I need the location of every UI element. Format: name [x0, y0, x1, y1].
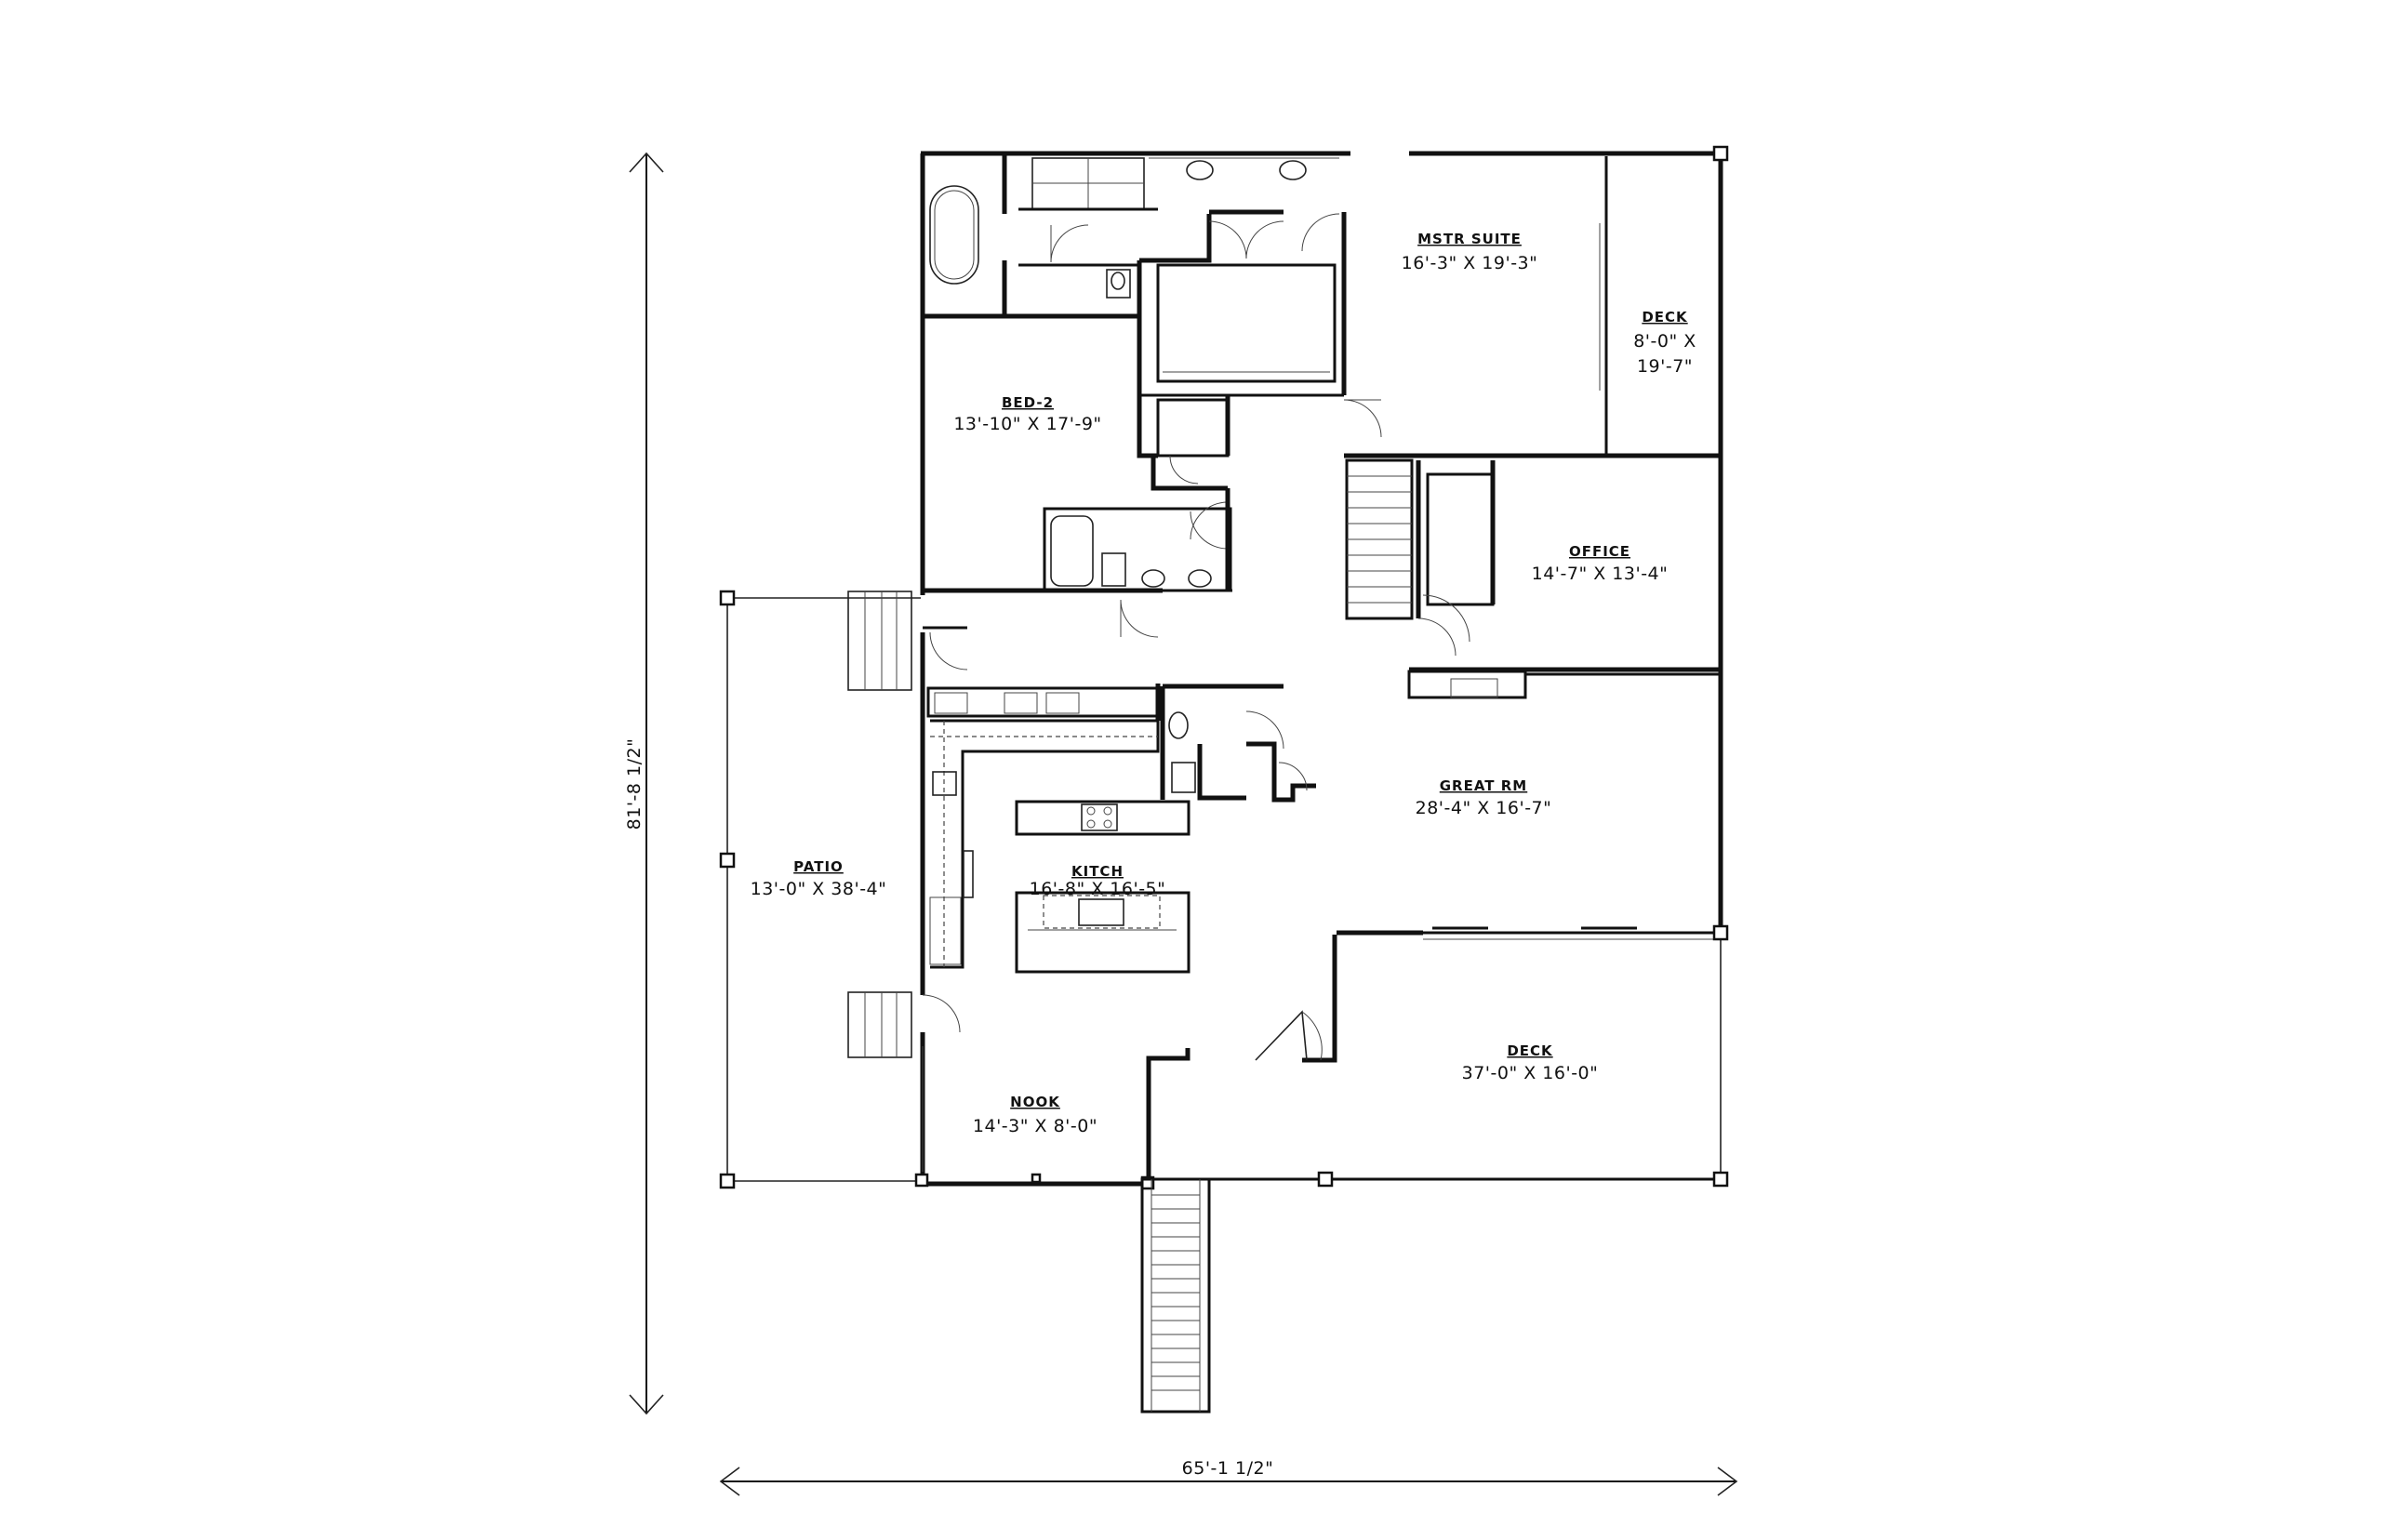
exterior-stair	[1140, 1177, 1211, 1414]
room-great-rm: GREAT RM 28'-4" X 16'-7"	[1416, 777, 1552, 818]
room-name: MSTR SUITE	[1417, 231, 1522, 247]
room-dims: 28'-4" X 16'-7"	[1416, 798, 1552, 818]
room-name: KITCH	[1071, 863, 1124, 880]
upper-deck	[1599, 145, 1729, 458]
room-name: DECK	[1642, 309, 1688, 325]
room-dims: 8'-0" X	[1633, 331, 1696, 352]
room-name: PATIO	[793, 858, 844, 875]
room-kitch: KITCH 16'-8" X 16'-5"	[1030, 863, 1166, 899]
office-area	[1344, 453, 1721, 699]
room-dims: 16'-3" X 19'-3"	[1402, 253, 1538, 273]
height-dimension: 81'-8 1/2"	[624, 152, 664, 1415]
room-name: OFFICE	[1569, 543, 1630, 560]
room-dims: 19'-7"	[1637, 356, 1693, 377]
room-dims: 37'-0" X 16'-0"	[1462, 1063, 1599, 1083]
room-deck-upper: DECK 8'-0" X 19'-7"	[1633, 309, 1696, 377]
room-deck-lower: DECK 37'-0" X 16'-0"	[1462, 1042, 1599, 1083]
exterior-walls	[920, 151, 1723, 1187]
room-name: NOOK	[1010, 1094, 1060, 1110]
bed2-area	[923, 395, 1232, 593]
room-dims: 16'-8" X 16'-5"	[1030, 879, 1166, 899]
kitchen-area	[914, 599, 1316, 1190]
room-patio: PATIO 13'-0" X 38'-4"	[751, 858, 887, 899]
room-dims: 13'-10" X 17'-9"	[953, 414, 1101, 434]
room-name: GREAT RM	[1440, 777, 1527, 794]
room-name: DECK	[1507, 1042, 1553, 1059]
width-dimension: 65'-1 1/2"	[719, 1458, 1738, 1496]
room-dims: 13'-0" X 38'-4"	[751, 879, 887, 899]
overall-height-label: 81'-8 1/2"	[624, 738, 645, 830]
room-dims: 14'-3" X 8'-0"	[973, 1116, 1097, 1136]
patio-area	[719, 590, 921, 1189]
room-name: BED-2	[1002, 394, 1054, 411]
room-dims: 14'-7" X 13'-4"	[1532, 564, 1669, 584]
room-bed2: BED-2 13'-10" X 17'-9"	[953, 394, 1101, 434]
room-mstr-suite: MSTR SUITE 16'-3" X 19'-3"	[1402, 231, 1538, 273]
lower-deck	[1151, 924, 1729, 1188]
room-nook: NOOK 14'-3" X 8'-0"	[973, 1094, 1097, 1136]
master-suite	[923, 153, 1382, 438]
overall-width-label: 65'-1 1/2"	[1182, 1458, 1274, 1479]
room-office: OFFICE 14'-7" X 13'-4"	[1532, 543, 1669, 584]
